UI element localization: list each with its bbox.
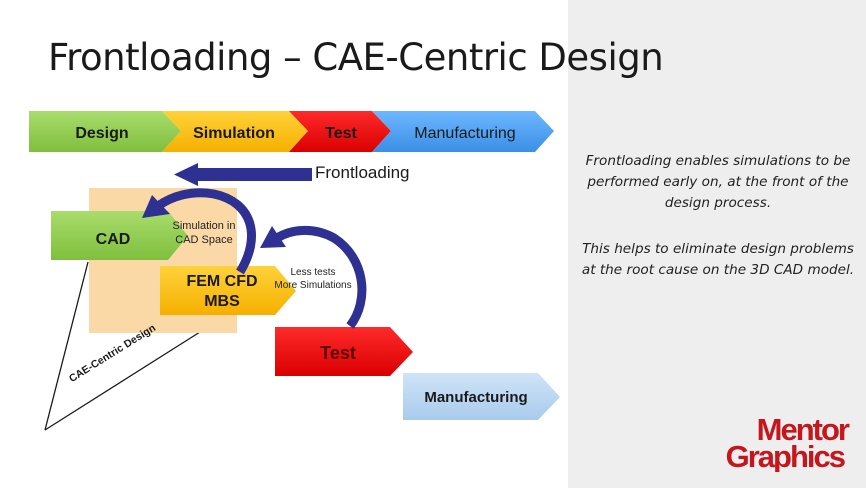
fem-stage-label-line1: FEM CFD <box>186 273 257 290</box>
process-bar: Design Simulation Test Manufacturing <box>29 111 554 152</box>
test-stage <box>275 327 413 376</box>
annotation-less-tests-line1: Less tests <box>290 267 335 278</box>
curved-arrow-test-to-fem <box>260 226 367 329</box>
sidebar-p2-line1: This helps to eliminate design problems <box>582 241 854 257</box>
logo-line1: Mentor <box>757 412 850 447</box>
process-step-design-label: Design <box>75 125 128 142</box>
sidebar-p1-line2: performed early on, at the front of the <box>587 174 849 190</box>
process-step-manufacturing <box>372 111 554 152</box>
curved-arrow-fem-to-cad <box>142 188 256 275</box>
sidebar-p1-line3: design process. <box>664 195 772 211</box>
slide-title: Frontloading – CAE-Centric Design <box>48 36 664 79</box>
sidebar-p1-line1: Frontloading enables simulations to be <box>585 153 851 169</box>
cae-centric-wedge <box>44 261 201 431</box>
cad-stage <box>51 211 188 260</box>
process-step-test-label: Test <box>325 125 357 142</box>
annotation-less-tests-line2: More Simulations <box>274 280 351 291</box>
manufacturing-stage <box>403 373 560 420</box>
fem-stage-label-line2: MBS <box>204 293 240 310</box>
mentor-graphics-logo: Mentor Graphics <box>726 412 852 472</box>
frontloading-arrow <box>174 163 312 186</box>
frontloading-label: Frontloading <box>315 163 410 182</box>
annotation-sim-cad-line2: CAD Space <box>175 234 232 246</box>
sidebar-panel <box>568 0 866 488</box>
manufacturing-stage-label: Manufacturing <box>424 389 527 406</box>
logo-line2: Graphics <box>726 439 845 472</box>
cad-stage-label: CAD <box>96 231 131 248</box>
process-step-simulation-label: Simulation <box>193 125 275 142</box>
sidebar-paragraph-2: This helps to eliminate design problems … <box>578 239 858 281</box>
annotation-sim-cad-line1: Simulation in <box>173 220 236 232</box>
process-step-design <box>29 111 181 152</box>
sidebar-paragraph-1: Frontloading enables simulations to be p… <box>578 151 858 214</box>
sidebar-p2-line2: at the root cause on the 3D CAD model. <box>581 262 855 278</box>
fem-cfd-mbs-stage <box>160 266 296 315</box>
test-stage-label: Test <box>320 343 356 363</box>
process-step-test <box>289 111 391 152</box>
process-step-manufacturing-label: Manufacturing <box>414 125 515 142</box>
process-step-simulation <box>162 111 308 152</box>
